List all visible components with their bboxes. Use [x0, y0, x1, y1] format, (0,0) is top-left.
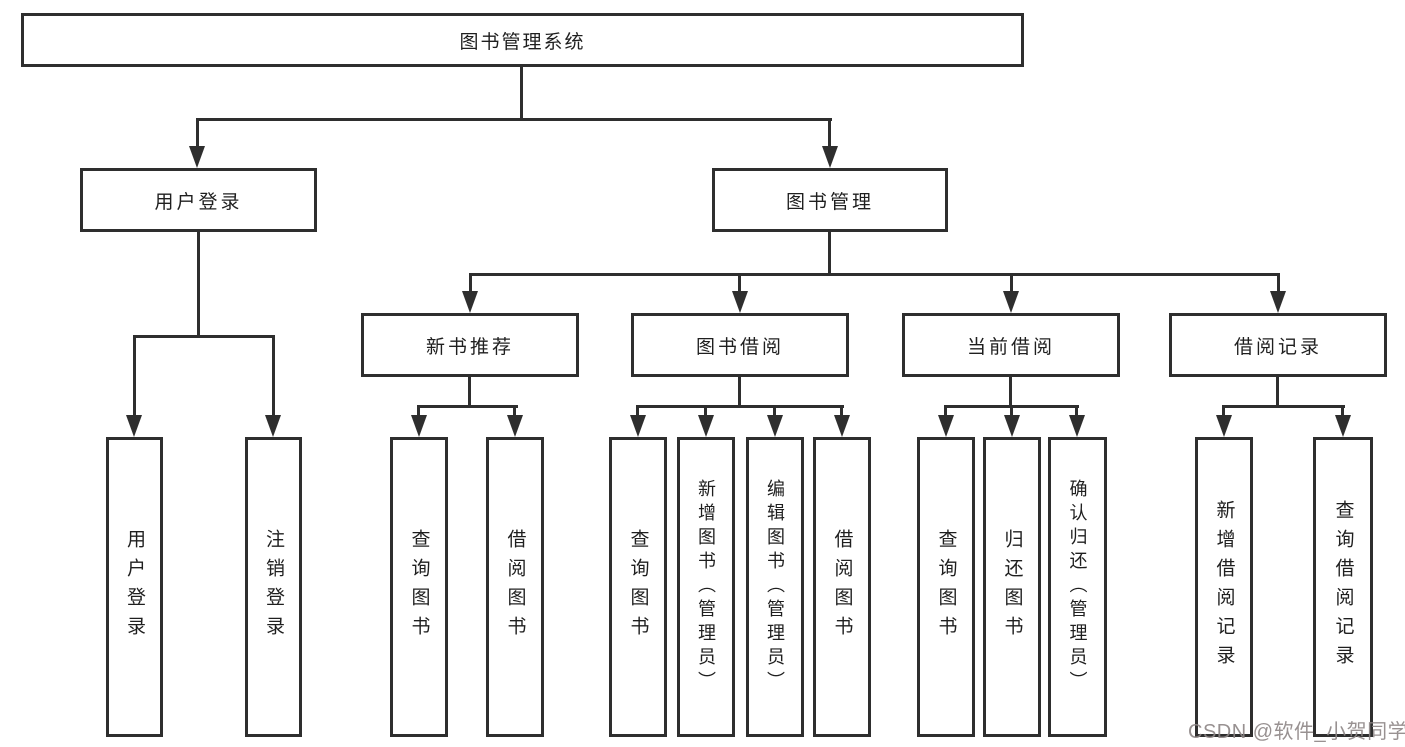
- leaf-label: 新增图书（管理员）: [696, 479, 716, 695]
- arrowhead-leaf: [630, 415, 646, 437]
- connector-drop-new-book: [469, 273, 472, 291]
- connector-user-login-rail: [133, 335, 275, 338]
- leaf-add-books-admin: 新增图书（管理员）: [677, 437, 735, 737]
- connector-drop: [1075, 405, 1078, 417]
- leaf-label: 查询借阅记录: [1332, 500, 1354, 674]
- connector-drop: [417, 405, 420, 417]
- arrowhead-leaf: [834, 415, 850, 437]
- connector-drop-user-login: [196, 118, 199, 148]
- node-user-login: 用户登录: [80, 168, 317, 232]
- leaf-label: 借阅图书: [831, 529, 853, 645]
- connector-drop: [704, 405, 707, 417]
- arrowhead-leaf: [411, 415, 427, 437]
- leaf-label: 编辑图书（管理员）: [765, 479, 785, 695]
- arrowhead-leaf: [1216, 415, 1232, 437]
- leaf-user-login: 用户登录: [106, 437, 163, 737]
- connector-drop-leaf-user-login: [133, 335, 136, 417]
- connector-book-borrow-rail: [637, 405, 844, 408]
- arrowhead-book-management: [822, 146, 838, 168]
- leaf-query-borrow-record: 查询借阅记录: [1313, 437, 1373, 737]
- leaf-query-books-current: 查询图书: [917, 437, 975, 737]
- connector-drop: [773, 405, 776, 417]
- connector-root-rail: [196, 118, 832, 121]
- arrowhead-new-book: [462, 291, 478, 313]
- connector-borrow-records-trunk: [1276, 377, 1279, 405]
- leaf-query-books-borrow: 查询图书: [609, 437, 667, 737]
- arrowhead-leaf: [1004, 415, 1020, 437]
- leaf-label: 注销登录: [263, 529, 284, 645]
- connector-drop: [513, 405, 516, 417]
- node-current-borrowing: 当前借阅: [902, 313, 1120, 377]
- leaf-label: 用户登录: [124, 529, 145, 645]
- leaf-return-books: 归还图书: [983, 437, 1041, 737]
- connector-root-trunk: [520, 67, 523, 118]
- connector-drop-borrow-records: [1277, 273, 1280, 291]
- arrowhead-borrow-records: [1270, 291, 1286, 313]
- leaf-query-books-newbook: 查询图书: [390, 437, 448, 737]
- connector-book-management-trunk: [828, 232, 831, 273]
- leaf-logout-login: 注销登录: [245, 437, 302, 737]
- connector-drop: [944, 405, 947, 417]
- leaf-label: 查询图书: [408, 529, 430, 645]
- node-borrowing-records: 借阅记录: [1169, 313, 1387, 377]
- connector-drop-leaf-logout: [272, 335, 275, 417]
- arrowhead-book-borrow: [732, 291, 748, 313]
- connector-book-management-rail: [469, 273, 1280, 276]
- arrowhead-current-borrow: [1003, 291, 1019, 313]
- connector-drop: [1222, 405, 1225, 417]
- leaf-label: 查询图书: [627, 529, 649, 645]
- arrowhead-leaf: [938, 415, 954, 437]
- leaf-label: 借阅图书: [504, 529, 526, 645]
- leaf-edit-books-admin: 编辑图书（管理员）: [746, 437, 804, 737]
- arrowhead-leaf-user-login: [126, 415, 142, 437]
- leaf-borrow-books: 借阅图书: [813, 437, 871, 737]
- leaf-confirm-return-admin: 确认归还（管理员）: [1048, 437, 1107, 737]
- leaf-add-borrow-record: 新增借阅记录: [1195, 437, 1253, 737]
- leaf-label: 新增借阅记录: [1213, 500, 1235, 674]
- arrowhead-leaf: [767, 415, 783, 437]
- connector-borrow-records-rail: [1223, 405, 1345, 408]
- node-book-borrowing: 图书借阅: [631, 313, 849, 377]
- leaf-label: 确认归还（管理员）: [1067, 479, 1088, 695]
- connector-new-book-trunk: [468, 377, 471, 405]
- leaf-label: 查询图书: [935, 529, 957, 645]
- arrowhead-leaf: [507, 415, 523, 437]
- node-library-management-system: 图书管理系统: [21, 13, 1024, 67]
- connector-user-login-trunk: [197, 232, 200, 335]
- connector-drop: [636, 405, 639, 417]
- node-book-management: 图书管理: [712, 168, 948, 232]
- connector-book-borrow-trunk: [738, 377, 741, 405]
- connector-current-borrow-trunk: [1009, 377, 1012, 405]
- connector-new-book-rail: [418, 405, 518, 408]
- connector-drop-book-borrow: [738, 273, 741, 291]
- arrowhead-user-login: [189, 146, 205, 168]
- node-new-book-recommendation: 新书推荐: [361, 313, 579, 377]
- connector-drop: [840, 405, 843, 417]
- leaf-label: 归还图书: [1001, 529, 1023, 645]
- connector-drop: [1341, 405, 1344, 417]
- connector-drop-current-borrow: [1010, 273, 1013, 291]
- leaf-borrow-books-newbook: 借阅图书: [486, 437, 544, 737]
- connector-drop: [1010, 405, 1013, 417]
- connector-drop-book-management: [828, 118, 831, 148]
- arrowhead-leaf: [698, 415, 714, 437]
- arrowhead-leaf: [1069, 415, 1085, 437]
- arrowhead-leaf-logout: [265, 415, 281, 437]
- csdn-watermark: CSDN @软件_小贺同学: [1188, 721, 1405, 743]
- arrowhead-leaf: [1335, 415, 1351, 437]
